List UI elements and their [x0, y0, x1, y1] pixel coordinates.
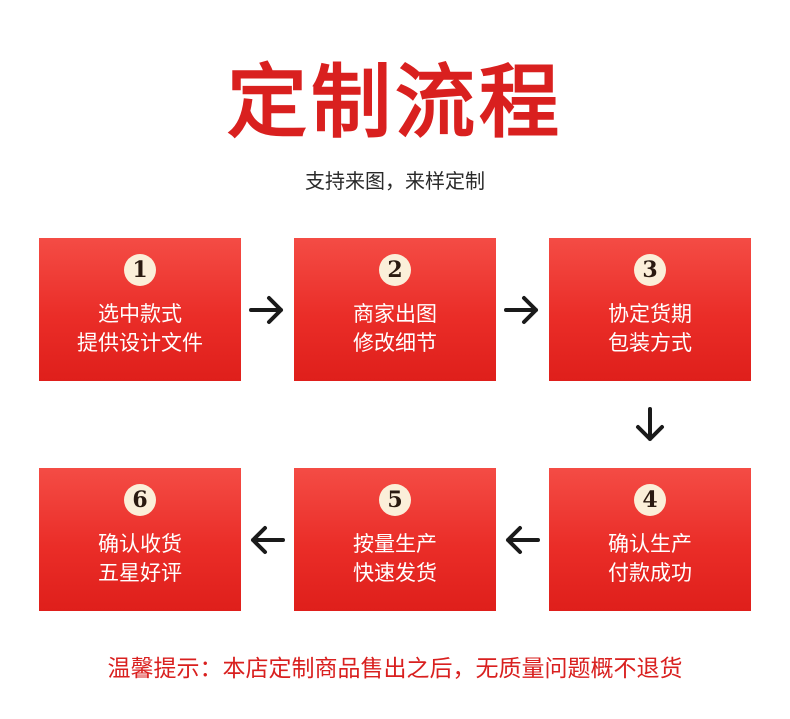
step-3-box: 3 协定货期 包装方式: [549, 238, 751, 381]
step-5-line-1: 按量生产: [353, 532, 437, 556]
notice-text: 温馨提示：本店定制商品售出之后，无质量问题概不退货: [107, 656, 683, 682]
step-2-line-2: 修改细节: [353, 331, 437, 355]
step-4-box: 4 确认生产 付款成功: [549, 468, 751, 611]
page-title: 定制流程: [227, 55, 563, 149]
step-5-box: 5 按量生产 快速发货: [294, 468, 496, 611]
step-6-number-badge: 6: [124, 484, 156, 516]
step-3-line-2: 包装方式: [608, 331, 692, 355]
step-1-line-1: 选中款式: [98, 302, 182, 326]
step-1-line-2: 提供设计文件: [77, 331, 203, 355]
step-2-number-badge: 2: [379, 254, 411, 286]
arrow-right-icon: [502, 290, 542, 330]
step-2-line-1: 商家出图: [353, 302, 437, 326]
step-2-box: 2 商家出图 修改细节: [294, 238, 496, 381]
step-5-number-badge: 5: [379, 484, 411, 516]
step-4-line-2: 付款成功: [608, 561, 692, 585]
step-4-line-1: 确认生产: [608, 532, 692, 556]
step-6-line-2: 五星好评: [98, 561, 182, 585]
step-5-line-2: 快速发货: [353, 561, 437, 585]
step-6-line-1: 确认收货: [98, 532, 182, 556]
arrow-left-icon: [502, 520, 542, 560]
arrow-left-icon: [247, 520, 287, 560]
step-3-number-badge: 3: [634, 254, 666, 286]
step-6-box: 6 确认收货 五星好评: [39, 468, 241, 611]
arrow-down-icon: [630, 405, 670, 445]
step-1-box: 1 选中款式 提供设计文件: [39, 238, 241, 381]
step-1-number-badge: 1: [124, 254, 156, 286]
step-3-line-1: 协定货期: [608, 302, 692, 326]
page-subtitle: 支持来图，来样定制: [305, 169, 485, 193]
arrow-right-icon: [247, 290, 287, 330]
step-4-number-badge: 4: [634, 484, 666, 516]
